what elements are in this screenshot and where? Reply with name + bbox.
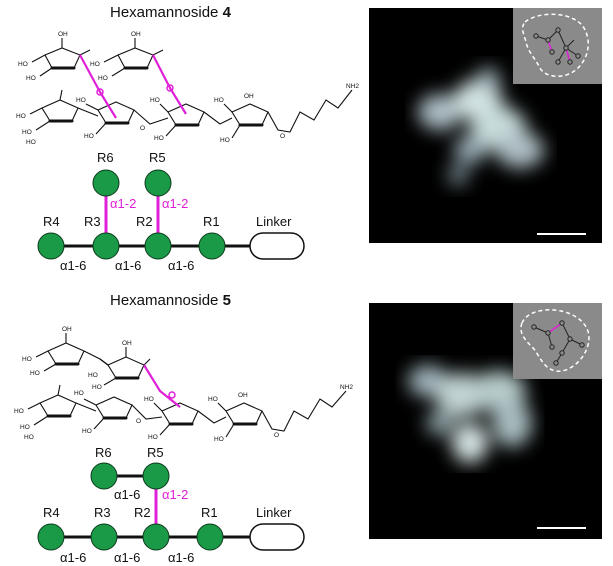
svg-text:O: O	[140, 125, 145, 132]
svg-text:HO: HO	[18, 61, 28, 68]
label-a16-3: α1-6	[168, 550, 194, 565]
svg-text:HO: HO	[144, 396, 154, 403]
svg-text:HO: HO	[208, 396, 218, 403]
label-r6: R6	[95, 445, 112, 460]
label-linker: Linker	[256, 214, 292, 229]
svg-text:HO: HO	[14, 408, 24, 415]
svg-text:HO: HO	[30, 370, 40, 377]
panel-5-title: Hexamannoside 5	[110, 292, 231, 309]
panel-4-title: Hexamannoside 4	[110, 4, 232, 21]
residue-r2	[142, 523, 170, 551]
label-a16-2: α1-6	[114, 550, 140, 565]
residue-r6	[92, 169, 120, 197]
label-a16-2: α1-6	[115, 258, 141, 273]
glycan-cartoon-5: R4 R3 R2 R1 R6 R5 Linker α1-6 α1-2 α1-6 …	[37, 445, 305, 565]
svg-text:OH: OH	[122, 340, 132, 347]
svg-text:O: O	[274, 432, 279, 439]
svg-text:HO: HO	[214, 97, 224, 104]
svg-text:NH2: NH2	[346, 83, 359, 90]
svg-text:OH: OH	[58, 31, 68, 38]
panel-hexamannoside-5: Hexamannoside 5 HO HO OH HO HO OH HO HO …	[0, 283, 613, 566]
label-r4: R4	[43, 214, 60, 229]
label-r4: R4	[43, 505, 60, 520]
svg-text:HO: HO	[22, 356, 32, 363]
residue-r5	[144, 169, 172, 197]
svg-text:HO: HO	[22, 129, 32, 136]
label-a16-1: α1-6	[60, 258, 86, 273]
svg-text:OH: OH	[244, 93, 254, 100]
svg-text:HO: HO	[90, 61, 100, 68]
label-linker: Linker	[256, 505, 292, 520]
svg-text:HO: HO	[98, 75, 108, 82]
svg-text:HO: HO	[88, 372, 98, 379]
label-a16-1: α1-6	[60, 550, 86, 565]
residue-r5	[142, 462, 170, 490]
svg-text:HO: HO	[150, 97, 160, 104]
svg-text:HO: HO	[26, 139, 36, 146]
svg-text:HO: HO	[26, 75, 36, 82]
residue-r4	[37, 523, 65, 551]
svg-text:HO: HO	[84, 133, 94, 140]
svg-text:HO: HO	[76, 97, 86, 104]
svg-text:HO: HO	[220, 137, 230, 144]
panel-4-svg: Hexamannoside 4 HO HO OH HO HO OH HO HO …	[16, 4, 602, 273]
residue-r6	[90, 462, 118, 490]
svg-text:HO: HO	[24, 434, 34, 441]
svg-text:HO: HO	[214, 436, 224, 443]
svg-text:OH: OH	[62, 326, 72, 333]
svg-text:OH: OH	[238, 392, 248, 399]
panel-5-svg: Hexamannoside 5 HO HO OH HO HO OH HO HO …	[14, 292, 602, 565]
linker-shape	[249, 232, 305, 260]
residue-r1	[198, 232, 226, 260]
svg-text:OH: OH	[131, 31, 141, 38]
label-a16-3: α1-6	[168, 258, 194, 273]
label-a12-r5: α1-2	[162, 487, 188, 502]
label-a16-r6: α1-6	[114, 487, 140, 502]
label-r3: R3	[84, 214, 101, 229]
chemical-structure-5: HO HO OH HO HO OH HO HO HO HO HO HO HO H…	[14, 326, 353, 443]
residue-r1	[196, 523, 224, 551]
svg-text:HO: HO	[92, 384, 102, 391]
label-r1: R1	[201, 505, 218, 520]
svg-text:HO: HO	[20, 424, 30, 431]
label-a12-r5: α1-2	[162, 196, 188, 211]
svg-text:O: O	[280, 133, 285, 140]
svg-text:HO: HO	[148, 434, 158, 441]
microscopy-image-4	[369, 8, 602, 243]
residue-r4	[37, 232, 65, 260]
svg-text:HO: HO	[82, 428, 92, 435]
label-r1: R1	[203, 214, 220, 229]
microscopy-image-5	[369, 303, 602, 539]
label-r5: R5	[147, 445, 164, 460]
linker-shape	[249, 523, 305, 551]
residue-r3	[92, 232, 120, 260]
label-r6: R6	[97, 150, 114, 165]
svg-text:O: O	[136, 418, 141, 425]
label-r2: R2	[134, 505, 151, 520]
glycan-cartoon-4: R4 R3 R2 R1 R6 R5 Linker α1-2 α1-2 α1-6 …	[37, 150, 305, 273]
inset-5	[513, 303, 602, 379]
label-a12-r6: α1-2	[110, 196, 136, 211]
residue-r2	[144, 232, 172, 260]
svg-text:HO: HO	[154, 135, 164, 142]
panel-hexamannoside-4: Hexamannoside 4 HO HO OH HO HO OH HO HO …	[16, 4, 602, 273]
label-r2: R2	[136, 214, 153, 229]
svg-text:NH2: NH2	[340, 384, 353, 391]
svg-text:HO: HO	[74, 390, 84, 397]
chemical-structure-4: HO HO OH HO HO OH HO HO HO HO HO HO HO H…	[16, 31, 359, 146]
svg-text:HO: HO	[16, 113, 26, 120]
label-r5: R5	[149, 150, 166, 165]
label-r3: R3	[94, 505, 111, 520]
residue-r3	[90, 523, 118, 551]
